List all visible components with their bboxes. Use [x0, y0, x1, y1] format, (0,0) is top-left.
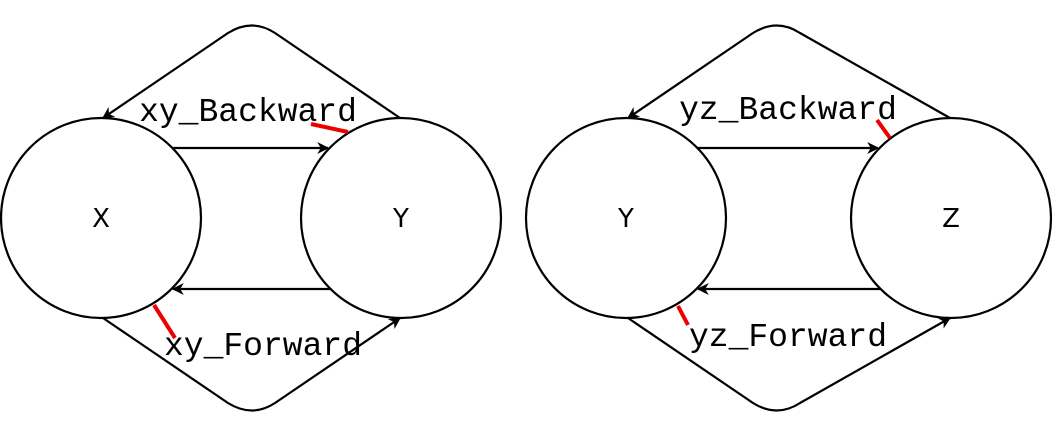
edge-backward-loop — [627, 24, 951, 119]
red-marker-backward — [875, 118, 892, 140]
edge-label-backward: yz_Backward — [679, 92, 897, 129]
node-right — [299, 116, 503, 320]
red-marker-backward — [310, 122, 349, 134]
edge-label-forward: yz_Forward — [689, 319, 887, 356]
node-left-label: X — [92, 204, 110, 234]
node-left — [0, 116, 203, 320]
node-right — [849, 116, 1053, 320]
edge-backward-loop — [102, 24, 401, 119]
node-right-label: Y — [392, 204, 409, 234]
node-left — [524, 116, 728, 320]
edge-forward-loop — [102, 317, 401, 412]
diagram-yz: Y Z yz_Backward yz_Forward — [524, 24, 1053, 412]
edge-forward-loop — [627, 317, 952, 412]
node-left-label: Y — [617, 204, 634, 234]
red-marker-forward — [152, 303, 177, 340]
edge-label-backward: xy_Backward — [139, 94, 357, 131]
diagram-xy: X Y xy_Backward xy_Forward — [0, 24, 503, 412]
red-marker-forward — [676, 305, 690, 326]
node-right-label: Z — [942, 204, 960, 234]
edge-label-forward: xy_Forward — [164, 328, 362, 365]
